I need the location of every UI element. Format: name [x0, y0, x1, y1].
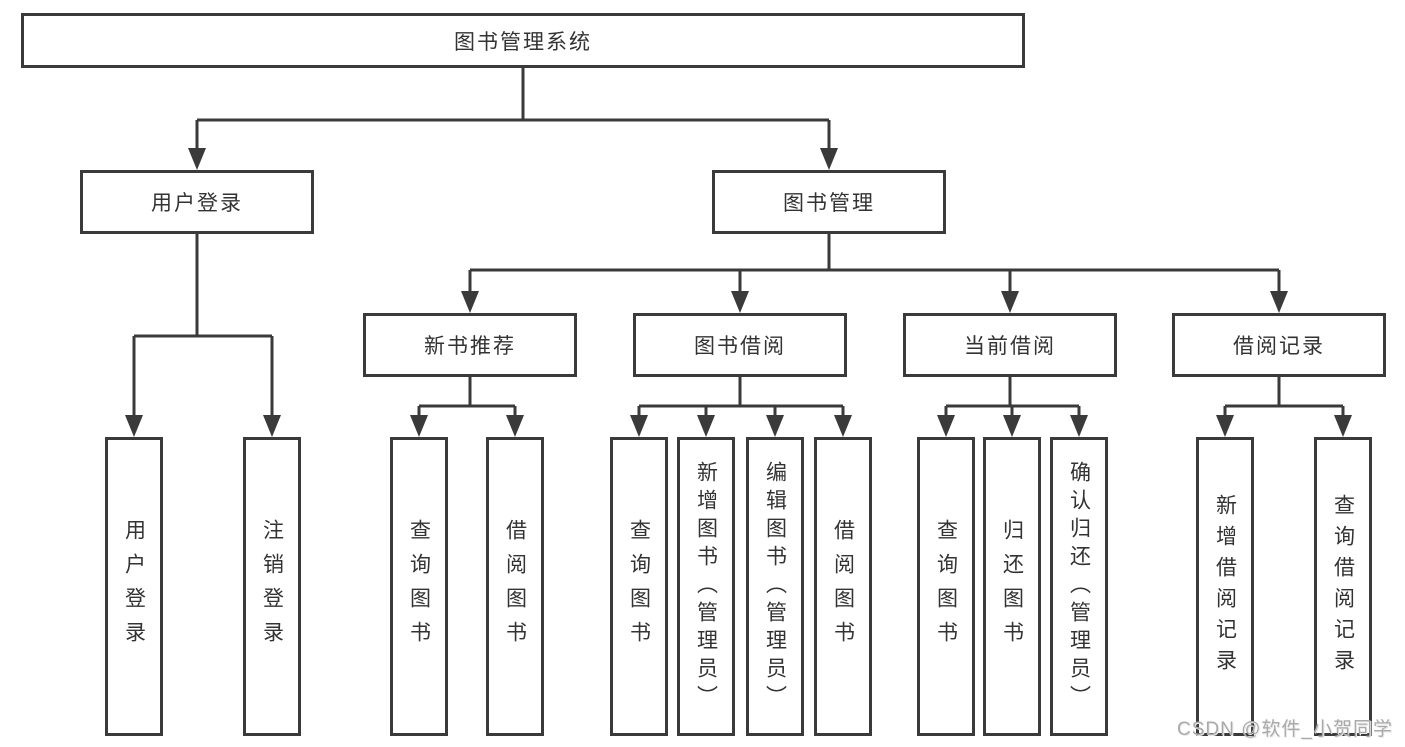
node-label: 查询借阅记录	[1331, 493, 1355, 680]
node-book-borrowing: 图书借阅	[633, 313, 847, 377]
node-label: 注销登录	[260, 518, 284, 655]
node-label: 新增借阅记录	[1213, 493, 1237, 680]
arrow-down-icon	[834, 415, 852, 437]
arrow-down-icon	[125, 415, 143, 437]
node-label: 图书管理	[783, 192, 875, 215]
connector-root-to-level2	[195, 68, 831, 152]
arrow-down-icon	[820, 148, 838, 170]
node-new-book-recommendation: 新书推荐	[363, 313, 577, 377]
node-label: 查询图书	[934, 518, 958, 655]
connector-user-login-to-leaves	[132, 234, 274, 419]
arrow-down-icon	[1001, 291, 1019, 313]
leaf-add-borrow-record: 新增借阅记录	[1196, 437, 1254, 736]
leaf-user-login: 用户登录	[105, 437, 163, 736]
leaf-return-books: 归还图书	[983, 437, 1041, 736]
leaf-confirm-return-admin: 确认归还（管理员）	[1050, 437, 1108, 736]
node-label: 借阅图书	[503, 518, 527, 655]
arrow-down-icon	[731, 291, 749, 313]
node-library-management-system: 图书管理系统	[21, 13, 1025, 68]
leaf-query-books-borrowing: 查询图书	[610, 437, 668, 736]
connector-new-book-recommendation-to-leaves	[417, 377, 517, 419]
connector-current-borrowing-to-leaves	[944, 377, 1081, 419]
node-label: 新书推荐	[424, 335, 516, 358]
node-book-management: 图书管理	[712, 170, 946, 234]
leaf-query-books-current: 查询图书	[917, 437, 975, 736]
node-label: 新增图书（管理员）	[694, 460, 718, 713]
arrow-down-icon	[1070, 415, 1088, 437]
arrow-down-icon	[506, 415, 524, 437]
node-label: 图书管理系统	[454, 30, 592, 54]
arrow-down-icon	[1003, 415, 1021, 437]
node-label: 归还图书	[1000, 518, 1024, 655]
leaf-query-books-recommendation: 查询图书	[390, 437, 448, 736]
arrow-down-icon	[630, 415, 648, 437]
leaf-logout: 注销登录	[243, 437, 301, 736]
node-user-login: 用户登录	[80, 170, 314, 234]
arrow-down-icon	[1270, 291, 1288, 313]
arrow-down-icon	[410, 415, 428, 437]
node-current-borrowing: 当前借阅	[903, 313, 1117, 377]
node-label: 查询图书	[407, 518, 431, 655]
arrow-down-icon	[1216, 415, 1234, 437]
node-label: 用户登录	[122, 518, 146, 655]
node-label: 借阅记录	[1233, 335, 1325, 358]
leaf-borrow-books-recommendation: 借阅图书	[486, 437, 544, 736]
leaf-query-borrow-record: 查询借阅记录	[1314, 437, 1372, 736]
leaf-borrow-books-borrowing: 借阅图书	[814, 437, 872, 736]
arrow-down-icon	[697, 415, 715, 437]
node-label: 编辑图书（管理员）	[763, 460, 787, 713]
leaf-edit-book-admin: 编辑图书（管理员）	[746, 437, 804, 736]
node-label: 借阅图书	[831, 518, 855, 655]
node-label: 图书借阅	[694, 335, 786, 358]
csdn-watermark: CSDN @软件_小贺同学	[1177, 719, 1393, 740]
arrow-down-icon	[937, 415, 955, 437]
arrow-down-icon	[188, 148, 206, 170]
leaf-add-book-admin: 新增图书（管理员）	[677, 437, 735, 736]
node-label: 当前借阅	[964, 335, 1056, 358]
node-borrowing-records: 借阅记录	[1172, 313, 1386, 377]
node-label: 用户登录	[151, 192, 243, 215]
arrow-down-icon	[1334, 415, 1352, 437]
arrow-down-icon	[263, 415, 281, 437]
connector-borrowing-records-to-leaves	[1223, 377, 1345, 419]
connector-book-management-to-level3	[468, 234, 1281, 295]
node-label: 查询图书	[627, 518, 651, 655]
connector-book-borrowing-to-leaves	[637, 377, 845, 419]
arrow-down-icon	[461, 291, 479, 313]
arrow-down-icon	[766, 415, 784, 437]
node-label: 确认归还（管理员）	[1067, 460, 1091, 713]
